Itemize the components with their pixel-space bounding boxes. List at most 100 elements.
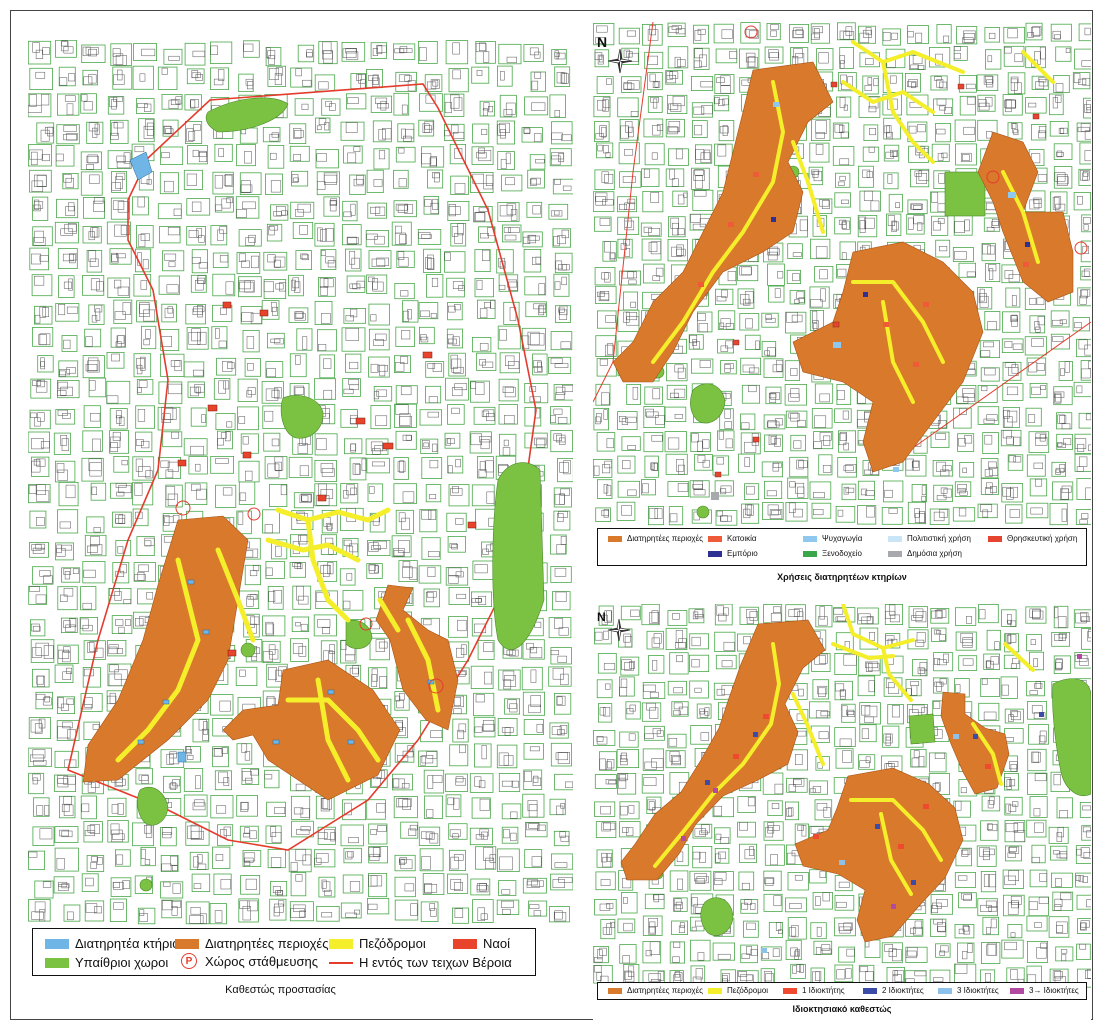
building-footprint bbox=[1080, 922, 1086, 930]
city-block bbox=[837, 457, 857, 478]
city-block bbox=[596, 142, 614, 159]
building-footprint bbox=[961, 892, 972, 900]
building-footprint bbox=[1030, 507, 1043, 515]
building-footprint bbox=[271, 301, 277, 312]
building-footprint bbox=[87, 154, 98, 164]
building-footprint bbox=[1088, 629, 1091, 639]
building-footprint bbox=[743, 508, 751, 519]
building-footprint bbox=[746, 56, 758, 68]
building-footprint bbox=[790, 947, 798, 957]
building-footprint bbox=[594, 965, 602, 973]
building-footprint bbox=[889, 604, 896, 616]
building-footprint bbox=[89, 174, 100, 184]
city-block bbox=[809, 286, 830, 309]
building-footprint bbox=[90, 278, 100, 291]
building-footprint bbox=[459, 744, 466, 754]
building-footprint bbox=[988, 874, 996, 888]
building-footprint bbox=[404, 204, 414, 214]
building-footprint bbox=[865, 661, 879, 669]
city-block bbox=[30, 619, 46, 637]
building-footprint bbox=[738, 971, 747, 977]
building-footprint bbox=[887, 174, 893, 184]
building-footprint bbox=[240, 802, 249, 812]
city-block bbox=[238, 460, 260, 483]
building-footprint bbox=[112, 431, 121, 441]
city-block bbox=[137, 907, 156, 925]
building-footprint bbox=[300, 253, 308, 260]
building-footprint bbox=[395, 404, 409, 415]
city-block bbox=[262, 127, 281, 143]
city-block bbox=[499, 352, 520, 374]
building-footprint bbox=[916, 173, 927, 184]
building-footprint bbox=[788, 502, 796, 513]
legend-swatch bbox=[329, 938, 353, 949]
city-block bbox=[1048, 93, 1064, 116]
building-footprint bbox=[213, 78, 224, 86]
city-block bbox=[366, 457, 390, 474]
building-footprint bbox=[1029, 297, 1037, 305]
building-footprint bbox=[167, 493, 178, 506]
building-footprint bbox=[59, 369, 70, 376]
building-footprint bbox=[841, 221, 847, 229]
building-footprint bbox=[724, 408, 731, 419]
preserved-buildings bbox=[129, 151, 435, 763]
building-footprint bbox=[191, 483, 201, 491]
building-footprint bbox=[86, 164, 94, 170]
building-footprint bbox=[401, 517, 410, 531]
city-block bbox=[1075, 509, 1091, 526]
building-footprint bbox=[238, 253, 246, 262]
city-block bbox=[474, 278, 495, 298]
building-footprint bbox=[1010, 486, 1018, 498]
building-footprint bbox=[509, 703, 518, 713]
building-footprint bbox=[201, 414, 206, 423]
building-footprint bbox=[225, 174, 234, 187]
building-footprint bbox=[111, 804, 119, 814]
legend-swatch bbox=[708, 535, 722, 542]
building-footprint bbox=[841, 705, 848, 717]
city-block bbox=[267, 586, 284, 610]
building-footprint bbox=[502, 386, 514, 393]
city-block bbox=[135, 768, 154, 785]
building-footprint bbox=[793, 778, 805, 787]
building-footprint bbox=[94, 906, 102, 914]
building-footprint bbox=[430, 730, 443, 738]
building-footprint bbox=[624, 970, 632, 980]
building-footprint bbox=[887, 215, 895, 226]
building-footprint bbox=[610, 921, 615, 928]
commerce-buildings bbox=[771, 217, 1030, 297]
building-footprint bbox=[36, 693, 46, 700]
city-block bbox=[626, 383, 642, 405]
city-block bbox=[340, 902, 362, 919]
building-footprint bbox=[407, 745, 413, 753]
building-footprint bbox=[170, 99, 181, 105]
city-block bbox=[183, 361, 205, 378]
building-footprint bbox=[499, 205, 514, 217]
building-footprint bbox=[599, 358, 608, 366]
building-footprint bbox=[770, 436, 777, 444]
city-block bbox=[427, 169, 444, 189]
building-footprint bbox=[840, 131, 849, 139]
building-footprint bbox=[1031, 338, 1044, 347]
building-footprint bbox=[111, 99, 117, 110]
building-footprint bbox=[694, 873, 707, 882]
building-footprint bbox=[243, 852, 256, 862]
legend-item-preserved-areas: Διατηρητέες περιοχές bbox=[608, 534, 703, 543]
building-footprint bbox=[768, 49, 779, 58]
building-footprint bbox=[691, 433, 699, 443]
building-footprint bbox=[267, 50, 276, 60]
building-footprint bbox=[222, 487, 233, 496]
building-footprint bbox=[58, 304, 66, 316]
building-footprint bbox=[537, 361, 542, 372]
building-footprint bbox=[31, 180, 44, 192]
building-footprint bbox=[348, 378, 359, 385]
city-block bbox=[617, 97, 639, 118]
building-footprint bbox=[474, 776, 482, 787]
building-footprint bbox=[506, 203, 517, 216]
public-buildings bbox=[711, 492, 719, 500]
city-block bbox=[667, 680, 687, 696]
building-footprint bbox=[529, 746, 540, 752]
city-block bbox=[1001, 939, 1024, 959]
building-footprint bbox=[113, 881, 124, 890]
building-footprint bbox=[219, 255, 229, 263]
city-block bbox=[160, 146, 184, 166]
